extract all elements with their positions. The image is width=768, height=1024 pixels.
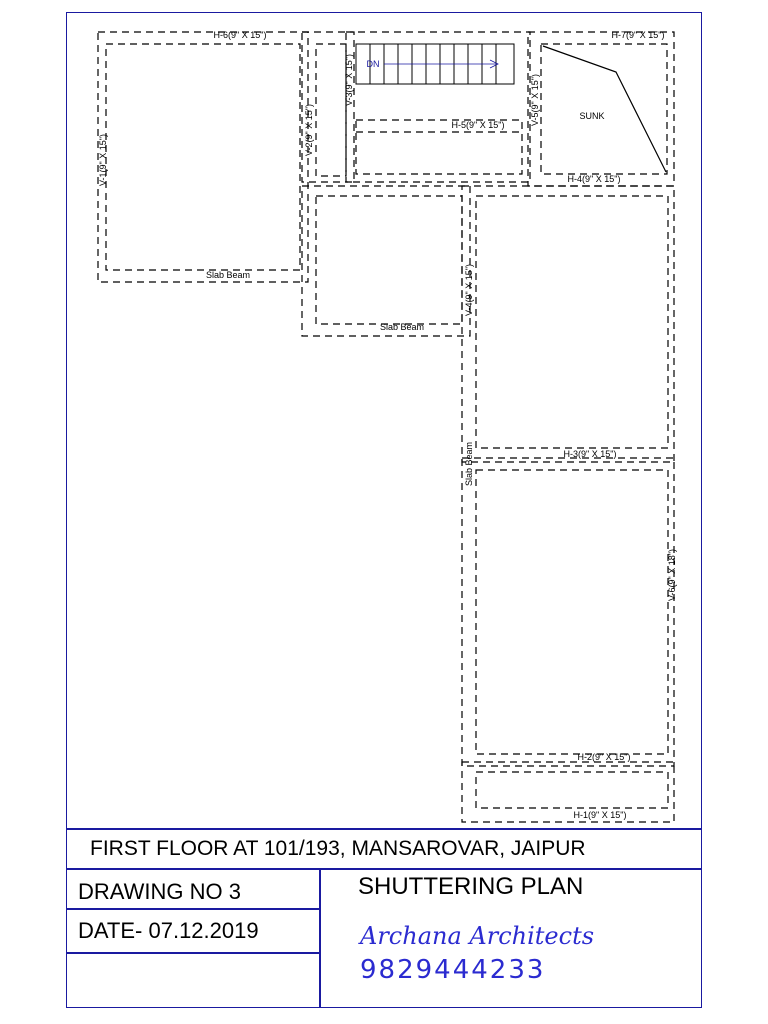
drawing-number: DRAWING NO 3 bbox=[78, 879, 241, 904]
beam-outline-left-room-inner bbox=[105, 43, 301, 271]
label-sunk: SUNK bbox=[579, 111, 604, 121]
beam-outline-centre-room-inner bbox=[315, 195, 463, 325]
title-block-col-line bbox=[319, 868, 321, 1008]
title-block-row-line-2 bbox=[66, 908, 320, 910]
title-block-top-line bbox=[66, 828, 702, 830]
stair-arrow-head bbox=[489, 59, 499, 69]
label-h2: H-2(9" X 15") bbox=[578, 752, 631, 762]
project-title: FIRST FLOOR AT 101/193, MANSAROVAR, JAIP… bbox=[90, 837, 586, 860]
label-v1: V-1(9" X 15") bbox=[98, 134, 108, 186]
beam-outline-left-room-outer bbox=[97, 31, 309, 283]
beam-outline-stair-outer bbox=[345, 31, 531, 183]
label-slab-beam-centre: Slab Beam bbox=[380, 322, 424, 332]
label-h6: H-6(9" X 15") bbox=[214, 30, 267, 40]
label-h4: H-4(9" X 15") bbox=[568, 174, 621, 184]
beam-outline-bottom-outer bbox=[461, 761, 675, 823]
label-stair-dn: DN bbox=[367, 59, 380, 69]
beam-outline-v2-inner bbox=[315, 43, 347, 177]
beam-outline-right-upper-inner bbox=[475, 195, 669, 449]
label-v3: V-3(9" X 15") bbox=[344, 54, 354, 106]
stair-outline bbox=[355, 43, 515, 85]
beam-outline-right-lower-outer bbox=[461, 457, 675, 767]
label-slab-beam-vertical: Slab Beam bbox=[464, 442, 474, 486]
beam-outline-centre-room-outer bbox=[301, 185, 471, 337]
drawing-title: SHUTTERING PLAN bbox=[358, 873, 584, 900]
sunk-slope-line bbox=[542, 45, 667, 173]
title-block-row-line-3 bbox=[66, 952, 320, 954]
label-v4: V-4(9" X 15") bbox=[464, 264, 474, 316]
label-v5: V-5(9" X 15") bbox=[530, 74, 540, 126]
label-h5: H-5(9" X 15") bbox=[452, 120, 505, 130]
label-h3: H-3(9" X 15") bbox=[564, 449, 617, 459]
drawing-date: DATE- 07.12.2019 bbox=[78, 918, 259, 943]
beam-outline-bottom-inner bbox=[475, 771, 669, 809]
label-v6: V-6(9" X 18") bbox=[667, 549, 677, 601]
beam-outline-right-lower-inner bbox=[475, 469, 669, 755]
label-h7: H-7(9" X 15") bbox=[612, 30, 665, 40]
beam-outline-v2-outer bbox=[301, 31, 355, 183]
label-h1: H-1(9" X 15") bbox=[574, 810, 627, 820]
beam-outline-right-upper-outer bbox=[461, 185, 675, 463]
firm-phone: 9829444233 bbox=[360, 955, 546, 985]
beam-outline-sunk-outer bbox=[527, 31, 675, 187]
beam-outline-h5-inner bbox=[355, 119, 523, 175]
sheet-border bbox=[66, 12, 702, 1008]
label-v2: V-2(9" X 15") bbox=[304, 104, 314, 156]
firm-name: Archana Architects bbox=[360, 922, 595, 950]
label-slab-beam-left: Slab Beam bbox=[206, 270, 250, 280]
title-block-row-line-1 bbox=[66, 868, 702, 870]
beam-outline-sunk-inner bbox=[540, 43, 668, 175]
